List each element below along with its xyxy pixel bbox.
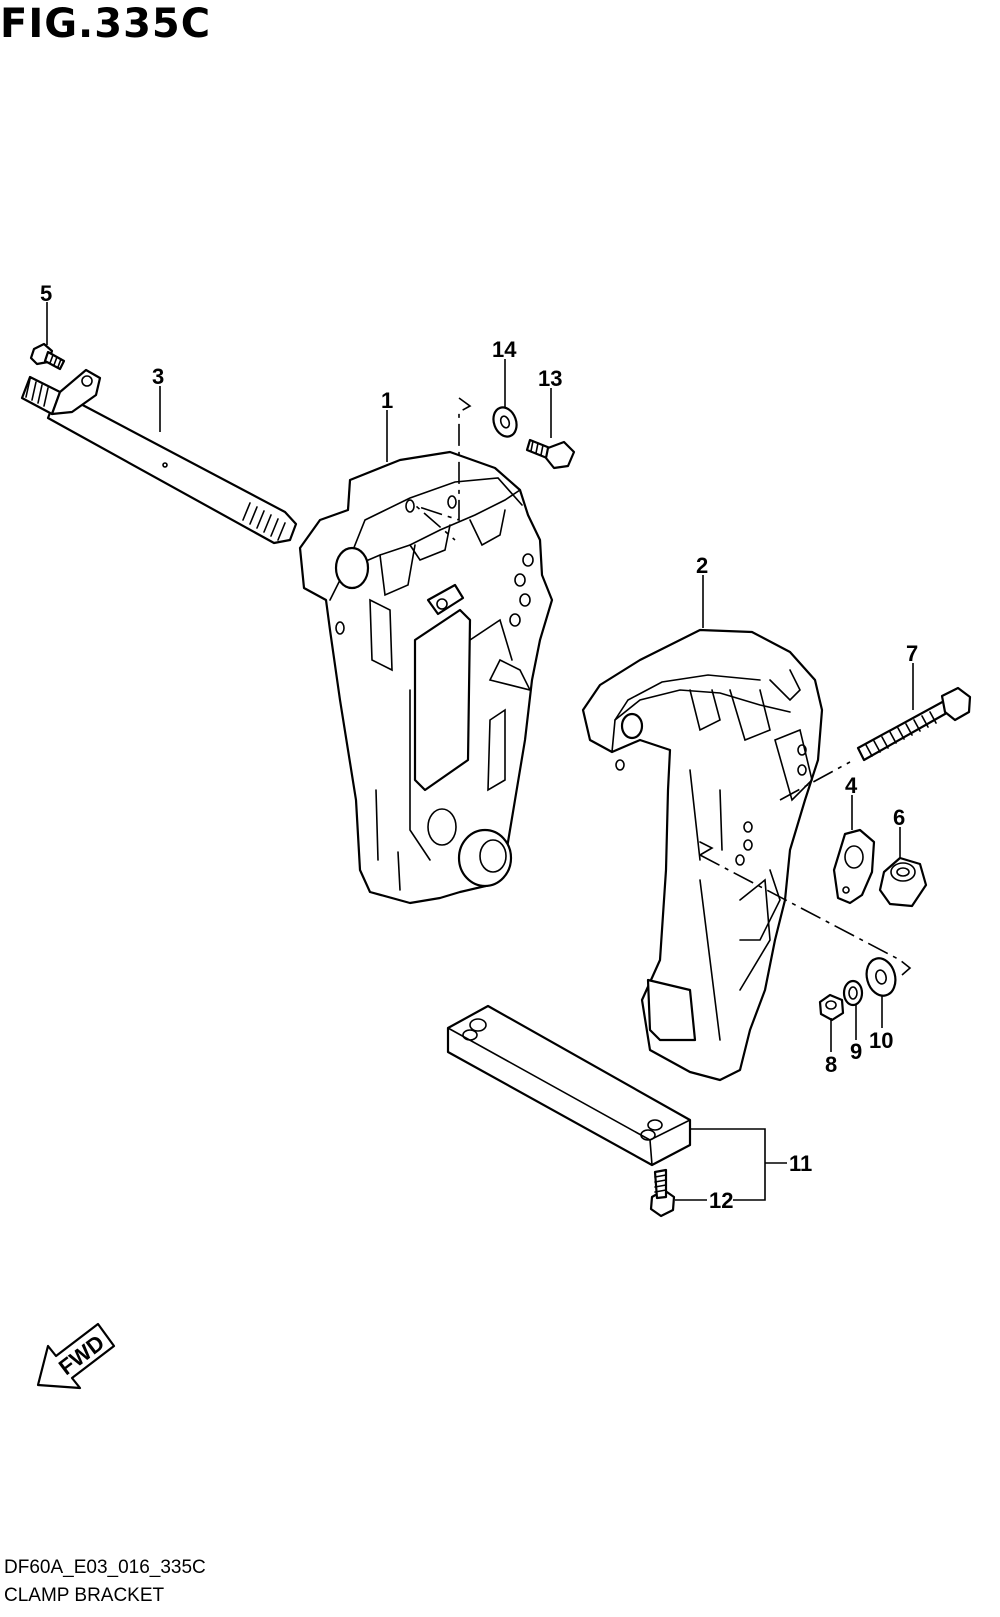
callout-14: 14 — [492, 337, 517, 362]
assembly-center-lines — [415, 397, 912, 976]
callout-11: 11 — [789, 1151, 812, 1176]
part-13-bolt — [525, 438, 576, 470]
callout-labels: 5 3 1 14 13 2 7 4 6 8 9 10 11 12 — [40, 281, 918, 1213]
part-1-clamp-bracket — [298, 450, 554, 905]
callout-6: 6 — [893, 805, 905, 830]
figure-title: FIG.335C — [0, 1, 212, 47]
part-3-shaft — [20, 368, 298, 545]
callout-9: 9 — [850, 1039, 862, 1064]
fwd-arrow: FWD — [36, 1322, 116, 1390]
callout-1: 1 — [381, 388, 393, 413]
part-5-bolt — [29, 342, 66, 371]
part-10-washer — [865, 957, 897, 997]
part-8-nut — [818, 993, 845, 1022]
part-2-clamp-bracket — [581, 628, 824, 1082]
part-9-washer — [842, 979, 864, 1007]
part-7-bolt — [856, 686, 972, 762]
figure-code: DF60A_E03_016_335C — [4, 1557, 206, 1578]
callout-4: 4 — [845, 773, 858, 798]
callout-12: 12 — [709, 1188, 733, 1213]
callout-13: 13 — [538, 366, 562, 391]
part-11-plate — [446, 1004, 692, 1167]
part-4-plate — [832, 828, 876, 905]
callout-3: 3 — [152, 364, 164, 389]
figure-name: CLAMP BRACKET — [4, 1585, 165, 1606]
part-12-bolt — [649, 1168, 676, 1218]
callout-5: 5 — [40, 281, 52, 306]
callout-8: 8 — [825, 1052, 837, 1077]
callout-2: 2 — [696, 553, 708, 578]
callout-10: 10 — [869, 1028, 893, 1053]
callout-7: 7 — [906, 641, 918, 666]
part-14-washer — [492, 406, 518, 438]
leader-lines — [46, 302, 914, 1201]
part-6-nut — [878, 856, 928, 908]
